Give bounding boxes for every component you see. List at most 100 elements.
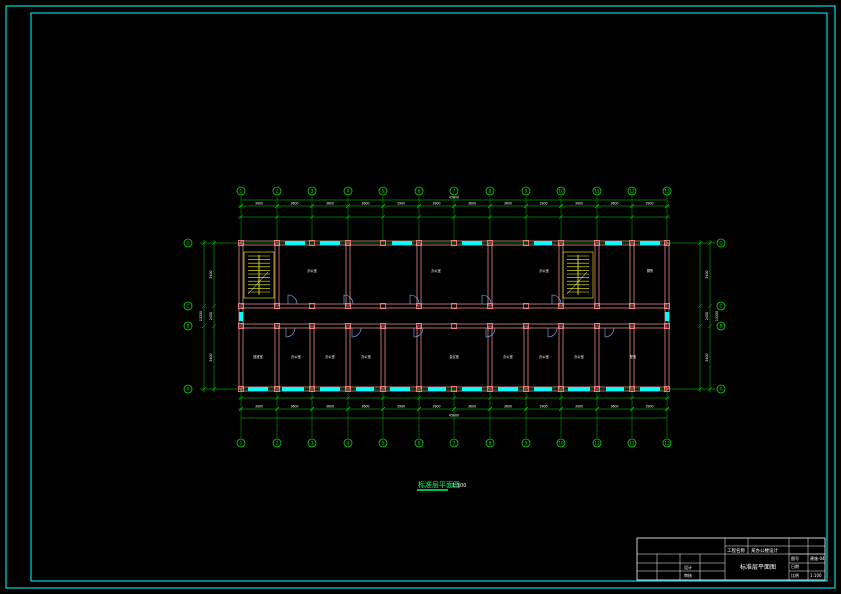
- dim-right-label: 5400: [705, 353, 709, 361]
- axis-bubble-row: [183, 384, 193, 394]
- title-block-border: [636, 537, 826, 581]
- column-layer: [237, 239, 671, 392]
- window-north: [534, 241, 552, 245]
- dim-bottom-bay-label: 3900: [432, 405, 440, 409]
- dim-bottom-bay-label: 3900: [397, 405, 405, 409]
- axis-label-column: 4: [347, 441, 350, 446]
- wall-partition-south: [345, 325, 351, 390]
- axis-bubble-column: [236, 186, 246, 196]
- drawing-title: 标准层平面图: [418, 480, 460, 489]
- structural-column: [237, 302, 244, 309]
- window-south: [356, 387, 374, 391]
- dimension-layer: 3900 3600 3600 3600 3900 3900 3600 3600 3900 3900…: [199, 196, 719, 438]
- structural-column: [594, 239, 601, 246]
- room-label-north: 办公室: [307, 268, 317, 273]
- structural-column: [486, 302, 493, 309]
- dim-top-bay-label: 3900: [539, 202, 547, 206]
- window-south: [248, 387, 268, 391]
- dim-bottom-bay-label: 3600: [326, 405, 334, 409]
- room-label-layer: 办公室办公室办公室厕所值班室办公室办公室办公室会议室办公室办公室办公室配电: [253, 268, 654, 359]
- door-swing-north: [409, 294, 420, 305]
- structural-column: [308, 322, 315, 329]
- wall-partition-south: [309, 325, 315, 390]
- dim-right-tick: [707, 240, 713, 246]
- stair-west-outline: [243, 251, 275, 299]
- door-swing-south: [485, 327, 496, 338]
- axis-label-column: 6: [418, 441, 421, 446]
- door-swing-south: [413, 327, 424, 338]
- axis-bubble-column: [414, 438, 424, 448]
- structural-column: [450, 239, 457, 246]
- dim-left-label: 5400: [209, 270, 213, 278]
- window-east-corridor: [665, 312, 669, 321]
- drawing-scale: 1:100: [452, 483, 466, 489]
- dim-bottom-bay-label: 3900: [645, 405, 653, 409]
- structural-column: [594, 302, 601, 309]
- window-south: [606, 387, 624, 391]
- wall-partition-north: [629, 242, 635, 307]
- axis-bubble-row: [183, 321, 193, 331]
- dim-right-tick: [697, 386, 703, 392]
- dim-top-bay-label: 3900: [575, 202, 583, 206]
- structural-column: [379, 239, 386, 246]
- title-block-field-label-2: 日期: [791, 563, 799, 569]
- dim-right-label: 2400: [705, 312, 709, 320]
- structural-column: [629, 322, 636, 329]
- dim-bottom-bay-label: 3600: [361, 405, 369, 409]
- wall-partition-south: [558, 325, 564, 390]
- room-label-south: 办公室: [361, 354, 371, 359]
- dim-left-tick: [211, 386, 217, 392]
- structural-column: [523, 385, 530, 392]
- axis-bubble-column: [343, 438, 353, 448]
- structural-column: [629, 302, 636, 309]
- axis-bubble-column: [662, 438, 672, 448]
- axis-bubble-row: [716, 238, 726, 248]
- room-label-south: 会议室: [449, 354, 459, 359]
- axis-bubble-column: [627, 438, 637, 448]
- dim-right-total: 13200: [715, 311, 719, 321]
- axis-label-column: 12: [629, 189, 635, 194]
- dim-left-tick: [201, 323, 207, 329]
- title-block-drawing-name: 标准层平面图: [740, 563, 776, 571]
- axis-label-column: 8: [489, 441, 492, 446]
- structural-column: [629, 239, 636, 246]
- room-label-north: 办公室: [431, 268, 441, 273]
- axis-bubble-column: [662, 186, 672, 196]
- axis-label-column: 11: [594, 189, 600, 194]
- door-swing-south: [285, 327, 296, 338]
- axis-bubble-column: [592, 186, 602, 196]
- dim-bottom-bay-label: 3900: [575, 405, 583, 409]
- window-south: [640, 387, 660, 391]
- axis-bubble-row: [716, 301, 726, 311]
- axis-label-column: 7: [453, 189, 456, 194]
- structural-column: [308, 239, 315, 246]
- title-block-project-label: 工程名称: [727, 547, 745, 554]
- axis-label-column: 2: [276, 189, 279, 194]
- axis-bubble-column: [521, 438, 531, 448]
- window-west-corridor: [239, 312, 243, 321]
- dim-bottom-bay-label: 3600: [290, 405, 298, 409]
- axis-label-row: B: [720, 324, 723, 329]
- structural-column: [558, 302, 565, 309]
- dim-right-tick: [697, 303, 703, 309]
- structural-column: [379, 322, 386, 329]
- wall-partition-south: [523, 325, 529, 390]
- room-label-south: 办公室: [503, 354, 513, 359]
- axis-bubble-row: [716, 321, 726, 331]
- structural-column: [594, 385, 601, 392]
- dim-top-bay-label: 3600: [504, 202, 512, 206]
- structural-column: [273, 239, 280, 246]
- axis-label-column: 1: [240, 189, 243, 194]
- room-label-south: 办公室: [291, 354, 301, 359]
- title-block: 工程名称 某办公楼设计 标准层平面图 图号 建施-04 日期 比例 1:100 …: [636, 537, 826, 581]
- structural-column: [415, 385, 422, 392]
- dim-right-tick: [697, 323, 703, 329]
- structural-column: [344, 302, 351, 309]
- wall-partition-south: [416, 325, 422, 390]
- dim-left-tick: [211, 323, 217, 329]
- dim-right-label: 5400: [705, 270, 709, 278]
- structural-column: [558, 385, 565, 392]
- dim-top-bay-label: 3600: [326, 202, 334, 206]
